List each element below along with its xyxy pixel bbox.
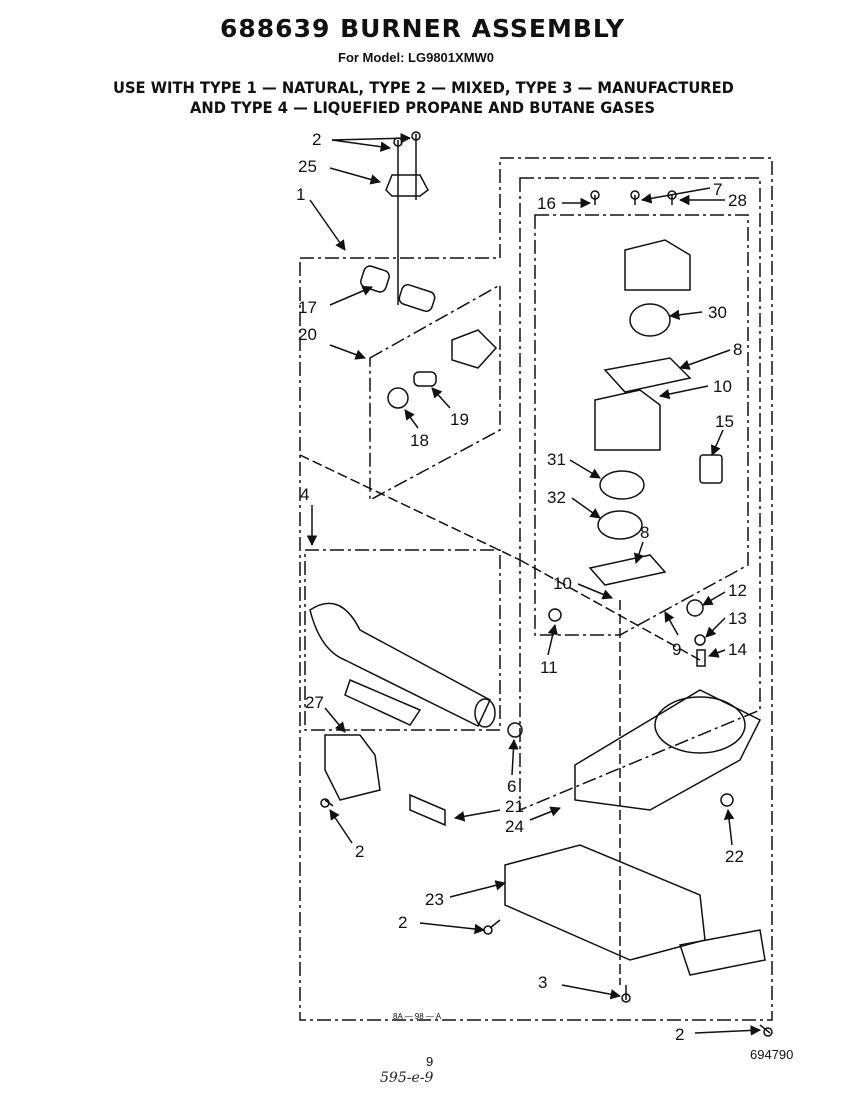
callout-1: 1: [296, 185, 305, 204]
callout-25: 25: [298, 157, 317, 176]
callout-2: 2: [355, 842, 364, 861]
orifice-group-outline: [369, 283, 501, 502]
callout-32: 32: [547, 488, 566, 507]
callout-6: 6: [507, 777, 516, 796]
callout-8: 8: [733, 340, 742, 359]
gas-type-line-2: AND TYPE 4 — LIQUEFIED PROPANE AND BUTAN…: [190, 98, 655, 117]
leader-dash: [299, 454, 521, 561]
callout-21: 21: [505, 797, 524, 816]
coil-icon: [599, 470, 645, 500]
coil-bracket-icon: [594, 389, 661, 451]
pipe-fitting-icon: [398, 284, 436, 312]
callout-18: 18: [410, 431, 429, 450]
callout-14: 14: [728, 640, 747, 659]
screw-icon: [411, 131, 421, 200]
burner-group-outline: [304, 549, 501, 731]
callout-12: 12: [728, 581, 747, 600]
screw-icon: [621, 985, 631, 1003]
gas-valve-icon: [574, 689, 762, 811]
callout-3: 3: [538, 973, 547, 992]
callout-2: 2: [312, 130, 321, 149]
seal-icon: [694, 634, 706, 646]
spring-icon: [696, 649, 706, 667]
callout-28: 28: [728, 191, 747, 210]
page-number: 9: [426, 1054, 434, 1069]
screw-icon: [759, 1024, 773, 1037]
callout-24: 24: [505, 817, 524, 836]
igniter-icon: [409, 793, 446, 827]
callout-17: 17: [298, 298, 317, 317]
callout-31: 31: [547, 450, 566, 469]
callout-8: 8: [640, 523, 649, 542]
burner-tube-icon: [309, 602, 491, 728]
leader-dash: [519, 559, 701, 661]
callout-23: 23: [425, 890, 444, 909]
callout-30: 30: [708, 303, 727, 322]
callout-2: 2: [675, 1025, 684, 1044]
callout-20: 20: [298, 325, 317, 344]
valve-dome-icon: [654, 696, 746, 754]
spud-icon: [413, 371, 437, 387]
callout-27: 27: [305, 693, 324, 712]
nut-icon: [507, 722, 523, 738]
callout-16: 16: [537, 194, 556, 213]
screw-icon: [590, 190, 600, 205]
screw-icon: [630, 190, 640, 205]
callout-7: 7: [713, 180, 722, 199]
gas-type-line-1: USE WITH TYPE 1 — NATURAL, TYPE 2 — MIXE…: [113, 78, 734, 97]
page-title: 688639 BURNER ASSEMBLY: [220, 14, 626, 43]
handwritten-note: 595-e-9: [380, 1070, 434, 1086]
connector-icon: [699, 454, 723, 484]
document-number: 694790: [750, 1047, 794, 1062]
callout-11: 11: [540, 658, 558, 677]
screw-icon: [667, 190, 677, 205]
callout-labels: 2 25 1 17 20 18 19 4 27 6 21 24 2 22 23 …: [296, 130, 747, 1044]
pipe-clamp-icon: [385, 174, 429, 197]
model-number: For Model: LG9801XMW0: [338, 50, 495, 65]
coil-icon: [597, 510, 643, 540]
orifice-hood-icon: [451, 329, 498, 369]
fitting-icon: [720, 793, 734, 807]
callout-2: 2: [398, 913, 407, 932]
ignitor-bracket-icon: [324, 734, 381, 801]
cap-icon: [686, 599, 704, 617]
callout-10: 10: [553, 574, 572, 593]
gasket-icon: [603, 357, 692, 393]
main-assembly-outline: [299, 157, 773, 1021]
drawing-code: 8A — 98 — A: [393, 1012, 442, 1021]
wire-terminal-icon: [548, 608, 562, 622]
orifice-icon: [387, 387, 409, 409]
callout-19: 19: [450, 410, 469, 429]
screw-icon: [393, 137, 403, 200]
valve-subassembly-outline: [519, 177, 761, 812]
callout-9: 9: [672, 640, 681, 659]
burner-bracket-icon: [344, 678, 422, 726]
solenoid-coil-icon: [629, 303, 671, 337]
pipe-fitting-icon: [360, 265, 390, 293]
callout-10: 10: [713, 377, 732, 396]
valve-bracket-icon: [624, 239, 691, 291]
mounting-bracket-icon: [504, 844, 706, 961]
screw-icon: [320, 798, 334, 808]
callout-4: 4: [300, 485, 309, 504]
callout-13: 13: [728, 609, 747, 628]
callout-15: 15: [715, 412, 734, 431]
bracket-tab-icon: [679, 929, 766, 976]
ignitor-subassembly-outline: [534, 214, 749, 636]
gasket-icon: [588, 554, 667, 586]
callout-22: 22: [725, 847, 744, 866]
burner-opening-icon: [474, 698, 496, 728]
screw-icon: [483, 919, 501, 935]
